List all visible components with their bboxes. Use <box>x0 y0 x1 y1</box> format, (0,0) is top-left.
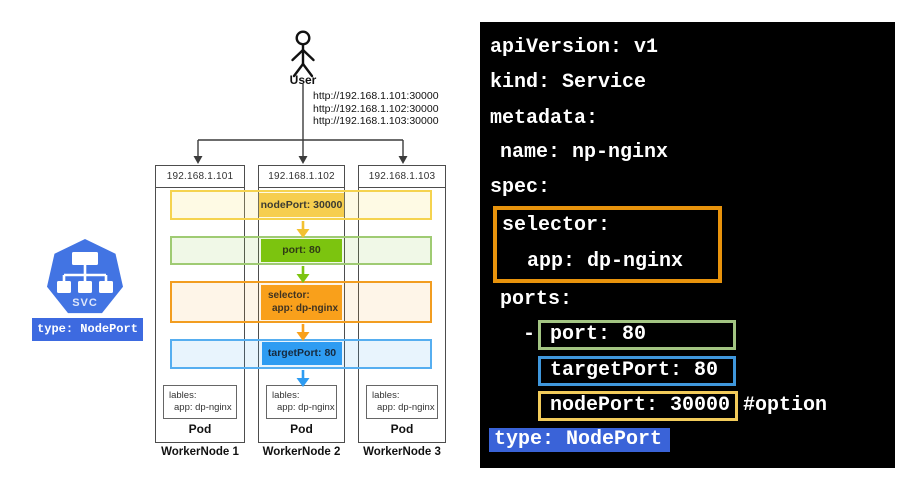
port-box: port: 80 <box>261 239 342 262</box>
yaml-name: name: np-nginx <box>500 141 669 164</box>
selector-key: selector: <box>268 290 310 301</box>
yaml-kind: kind: Service <box>490 71 647 94</box>
yaml-spec: spec: <box>490 176 551 199</box>
selector-app: app: dp-nginx <box>272 302 339 314</box>
svc-label: SVC <box>72 297 98 309</box>
yaml-selector: selector: <box>502 214 611 237</box>
labels-app: app: dp-nginx <box>377 402 435 413</box>
selector-box: selector: app: dp-nginx <box>261 285 342 320</box>
yaml-type-highlight: type: NodePort <box>489 428 670 452</box>
yaml-selector-app: app: dp-nginx <box>527 250 684 273</box>
labels-key: lables: <box>169 390 197 401</box>
svc-service-icon: SVC <box>47 239 123 314</box>
type-nodeport-badge: type: NodePort <box>32 318 143 341</box>
yaml-targetport-highlight-box: targetPort: 80 <box>538 356 736 386</box>
yaml-ports: ports: <box>500 288 573 311</box>
url-node1: http://192.168.1.101:30000 <box>313 90 439 102</box>
url-node2: http://192.168.1.102:30000 <box>313 102 439 115</box>
node3-pod-label: Pod <box>390 422 414 436</box>
yaml-type: type: NodePort <box>494 428 663 451</box>
yaml-targetport: targetPort: 80 <box>550 359 719 382</box>
worker-node-3-caption: WorkerNode 3 <box>363 446 441 458</box>
labels-app: app: dp-nginx <box>277 402 335 413</box>
nodeport-url-list: http://192.168.1.101:30000 http://192.16… <box>313 90 439 128</box>
user-label: User <box>289 73 317 87</box>
yaml-list-dash: - <box>523 323 536 346</box>
node1-ip: 192.168.1.101 <box>156 166 244 188</box>
yaml-nodeport-highlight-box: nodePort: 30000 <box>538 391 738 421</box>
yaml-manifest-panel: apiVersion: v1 kind: Service metadata: n… <box>480 22 895 468</box>
node2-ip: 192.168.1.102 <box>259 166 344 188</box>
yaml-nodeport: nodePort: 30000 <box>550 394 731 417</box>
node3-pod-labels-box: lables: app: dp-nginx <box>366 385 438 419</box>
worker-node-2-caption: WorkerNode 2 <box>262 446 341 458</box>
yaml-metadata: metadata: <box>490 107 599 130</box>
yaml-port-highlight-box: port: 80 <box>538 320 736 350</box>
labels-key: lables: <box>372 390 400 401</box>
node2-pod-labels-box: lables: app: dp-nginx <box>266 385 337 419</box>
url-node3: http://192.168.1.103:30000 <box>313 115 439 127</box>
labels-key: lables: <box>272 390 300 401</box>
user-icon <box>291 30 315 78</box>
service-tree-icon <box>57 252 113 293</box>
yaml-selector-highlight-box: selector: app: dp-nginx <box>493 206 722 283</box>
yaml-apiversion: apiVersion: v1 <box>490 36 659 59</box>
targetport-box: targetPort: 80 <box>262 342 342 365</box>
worker-node-1-caption: WorkerNode 1 <box>161 446 239 458</box>
node1-pod-labels-box: lables: app: dp-nginx <box>163 385 237 419</box>
labels-app: app: dp-nginx <box>174 402 232 413</box>
node2-pod-label: Pod <box>290 422 313 436</box>
yaml-port: port: 80 <box>550 323 647 346</box>
node1-pod-label: Pod <box>188 422 212 436</box>
nodeport-box: nodePort: 30000 <box>259 193 344 217</box>
node3-ip: 192.168.1.103 <box>359 166 445 188</box>
yaml-option-comment: #option <box>743 394 828 417</box>
